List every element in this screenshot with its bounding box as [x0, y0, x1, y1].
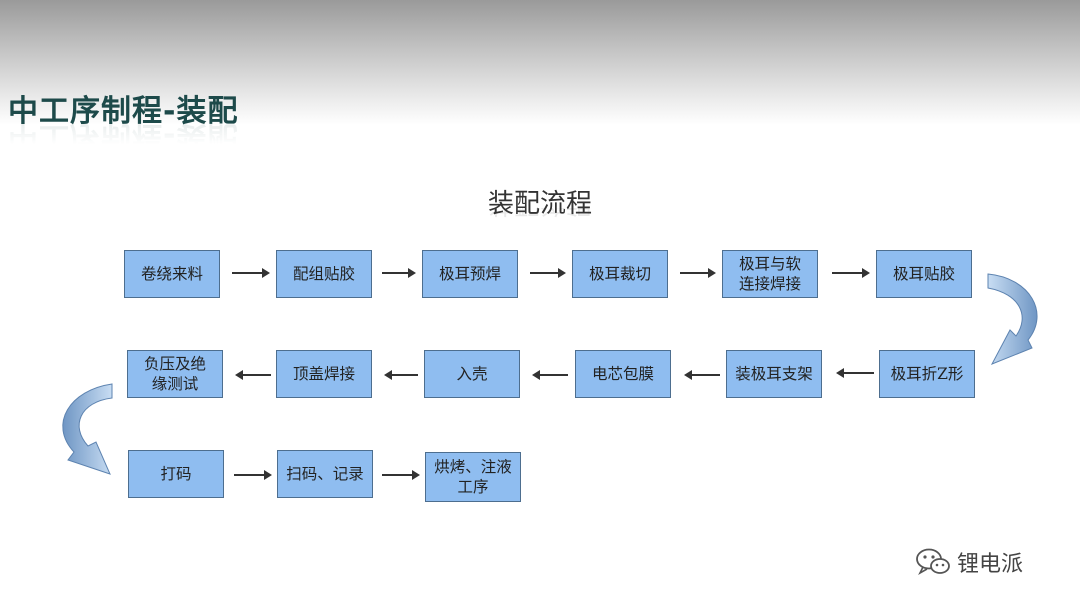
- arrow-right: [530, 268, 566, 278]
- arrow-left: [532, 370, 568, 380]
- step-tab-taping: 极耳贴胶: [876, 250, 972, 298]
- arrow-right: [832, 268, 870, 278]
- step-tab-soft-connection-weld: 极耳与软 连接焊接: [722, 250, 818, 298]
- flow-title-reflection: 装配流程: [0, 208, 1080, 224]
- watermark-text: 锂电派: [957, 552, 1024, 577]
- curved-arrow-right: [987, 273, 1038, 365]
- arrow-left: [836, 368, 874, 378]
- step-baking-injection: 烘烤、注液 工序: [425, 452, 521, 502]
- wechat-icon: [916, 548, 950, 576]
- step-winding-material: 卷绕来料: [124, 250, 220, 298]
- arrow-left: [384, 370, 418, 380]
- arrow-right: [232, 268, 270, 278]
- arrow-left: [235, 370, 271, 380]
- page-title: 中工序制程-装配: [8, 94, 239, 129]
- step-top-cover-weld: 顶盖焊接: [276, 350, 372, 398]
- arrow-right: [382, 470, 420, 480]
- step-tab-z-fold: 极耳折Z形: [879, 350, 975, 398]
- step-tab-cutting: 极耳裁切: [572, 250, 668, 298]
- header-gradient-band: [0, 0, 1080, 125]
- arrow-right: [382, 268, 416, 278]
- arrow-left: [684, 370, 720, 380]
- step-pairing-taping: 配组贴胶: [276, 250, 372, 298]
- step-coding: 打码: [128, 450, 224, 498]
- step-scan-record: 扫码、记录: [277, 450, 373, 498]
- arrow-right: [680, 268, 716, 278]
- step-negative-pressure-insulation-test: 负压及绝 缘测试: [127, 350, 223, 398]
- step-install-tab-bracket: 装极耳支架: [726, 350, 822, 398]
- curved-arrow-left: [62, 383, 113, 475]
- step-case-insertion: 入壳: [424, 350, 520, 398]
- step-tab-pre-weld: 极耳预焊: [422, 250, 518, 298]
- arrow-right: [234, 470, 272, 480]
- page-title-reflection: 中工序制程-装配: [8, 119, 239, 154]
- step-cell-wrapping: 电芯包膜: [575, 350, 671, 398]
- flow-title: 装配流程: [487, 189, 592, 219]
- watermark: 锂电派: [915, 545, 1023, 579]
